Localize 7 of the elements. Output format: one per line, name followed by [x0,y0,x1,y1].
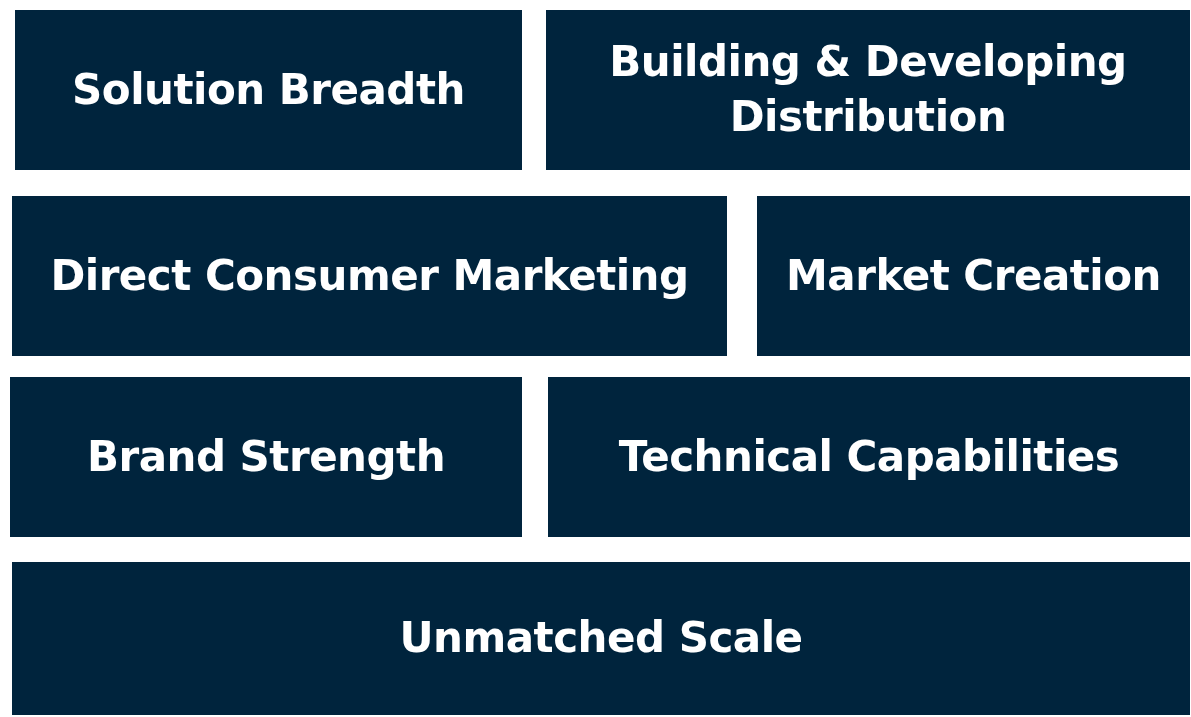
capability-box: Market Creation [757,196,1190,356]
capability-box: Brand Strength [10,377,522,537]
capability-box: Building & Developing Distribution [546,10,1190,170]
capability-box: Technical Capabilities [548,377,1190,537]
capability-box: Unmatched Scale [12,562,1190,715]
capability-box: Solution Breadth [15,10,522,170]
capability-box: Direct Consumer Marketing [12,196,727,356]
